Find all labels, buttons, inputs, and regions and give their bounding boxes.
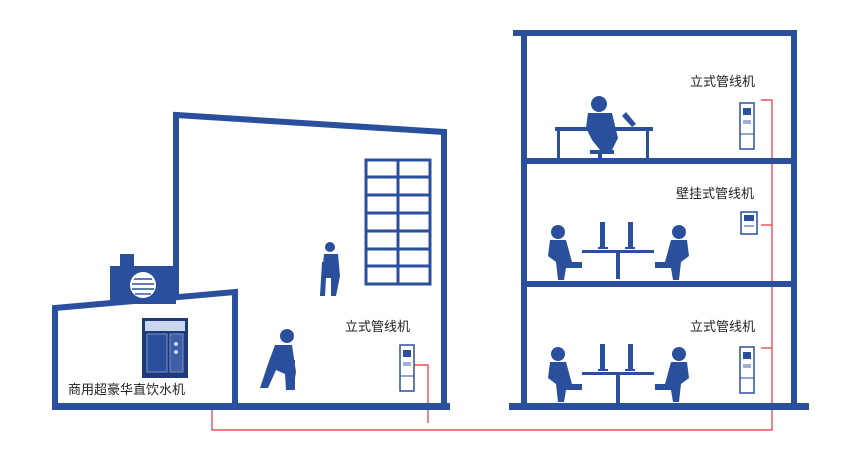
computer-monitor-icon <box>600 222 605 248</box>
standing-dispenser-icon <box>399 344 415 392</box>
label-standing-pipeline-bottom: 立式管线机 <box>690 320 756 335</box>
worker-icon <box>260 329 296 390</box>
water-machine-icon <box>142 318 188 378</box>
office-worker-icon <box>555 96 653 160</box>
standing-dispenser-icon <box>739 346 755 394</box>
computer-monitor-icon <box>600 344 605 370</box>
worker-icon <box>320 242 340 297</box>
label-standing-pipeline-left: 立式管线机 <box>345 320 411 335</box>
computer-monitor-icon <box>628 222 633 248</box>
left-building <box>52 111 450 410</box>
label-wall-pipeline: 壁挂式管线机 <box>676 187 755 202</box>
window-grid <box>364 158 432 286</box>
label-standing-pipeline-top: 立式管线机 <box>690 75 756 90</box>
meeting-scene-bottom <box>548 344 689 403</box>
wall-dispenser-icon <box>740 211 758 235</box>
office-building <box>509 30 809 410</box>
pipe-network <box>211 99 773 431</box>
label-commercial-machine: 商用超豪华直饮水机 <box>68 383 186 398</box>
standing-dispenser-icon <box>739 102 755 150</box>
meeting-scene-middle <box>548 222 689 280</box>
computer-monitor-icon <box>628 344 633 370</box>
